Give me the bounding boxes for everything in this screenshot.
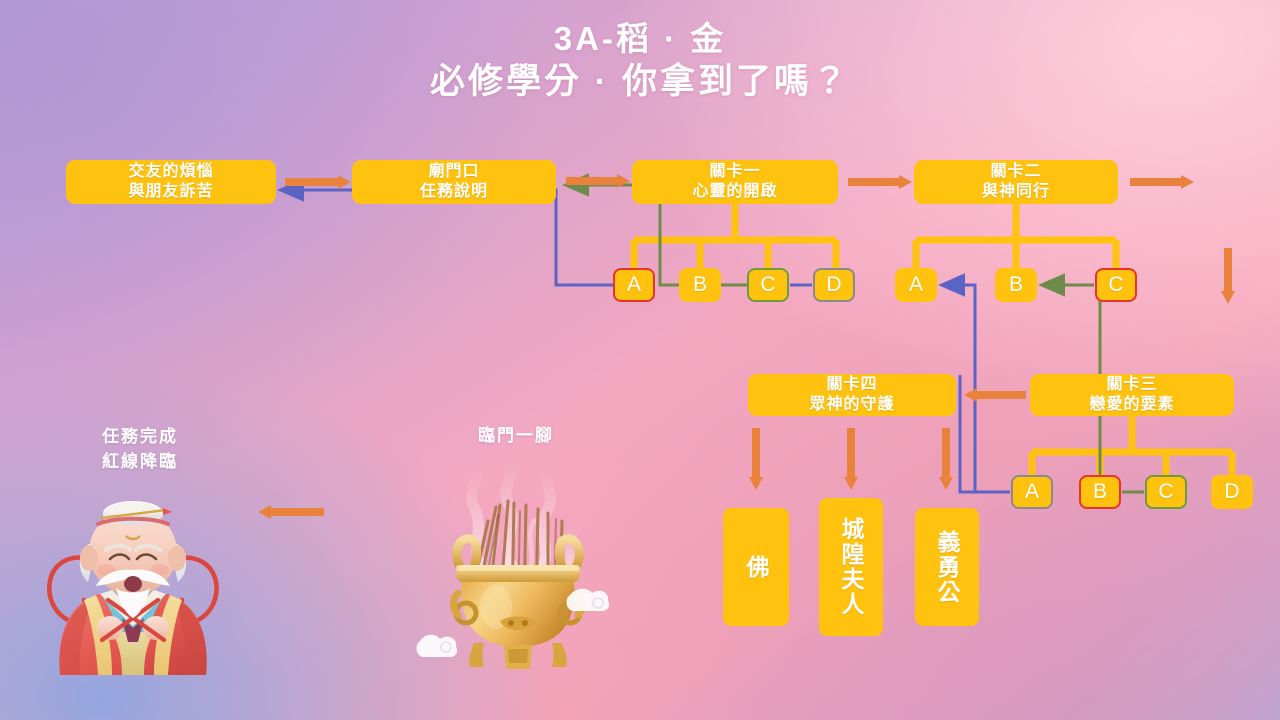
node-stage-2[interactable]: 關卡二 與神同行 (914, 160, 1118, 204)
arrow-stage3-to-stage4 (964, 388, 1026, 402)
page-title: 3A-稻 · 金 必修學分 · 你拿到了嗎？ (0, 18, 1280, 105)
option-stage3-a[interactable]: A (1011, 475, 1053, 509)
arrow-to-finish (258, 505, 324, 519)
node-stage-1-line2: 心靈的開啟 (692, 183, 778, 200)
node-stage-4-line1: 關卡四 (826, 376, 878, 394)
arrow-stage1-to-stage2 (848, 175, 912, 189)
node-start-line2: 與朋友訴苦 (128, 183, 214, 200)
node-stage-1-line1: 關卡一 (709, 163, 761, 181)
node-stage-3-line2: 戀愛的要素 (1089, 396, 1175, 413)
node-stage-4[interactable]: 關卡四 眾神的守護 (748, 374, 956, 416)
option-stage3-b[interactable]: B (1079, 475, 1121, 509)
arrow-stage4-to-deity-3 (939, 428, 953, 490)
node-stage-3[interactable]: 關卡三 戀愛的要素 (1030, 374, 1234, 416)
option-stage2-a[interactable]: A (895, 268, 937, 302)
arrow-stage4-to-deity-2 (844, 428, 858, 490)
deity-box-1[interactable]: 佛 (723, 508, 789, 626)
node-temple-gate-line2: 任務說明 (419, 183, 488, 200)
option-stage3-c[interactable]: C (1145, 475, 1187, 509)
label-finish: 任務完成 紅線降臨 (102, 427, 178, 471)
title-line-1: 3A-稻 · 金 (553, 20, 727, 57)
option-stage3-d[interactable]: D (1211, 475, 1253, 509)
option-stage1-b[interactable]: B (679, 268, 721, 302)
deity-box-3[interactable]: 義勇公 (915, 508, 979, 626)
option-stage1-a[interactable]: A (613, 268, 655, 302)
node-stage-2-line2: 與神同行 (981, 183, 1050, 200)
option-stage1-d[interactable]: D (813, 268, 855, 302)
option-stage2-c[interactable]: C (1095, 268, 1137, 302)
arrow-start-to-temple (285, 175, 351, 189)
node-start-line1: 交友的煩惱 (128, 163, 214, 181)
node-stage-1[interactable]: 關卡一 心靈的開啟 (632, 160, 838, 204)
node-temple-gate[interactable]: 廟門口 任務說明 (352, 160, 556, 204)
yuelao-character-illustration (46, 501, 219, 675)
node-stage-4-line2: 眾神的守護 (809, 396, 895, 413)
label-almost: 臨門一腳 (478, 426, 554, 445)
arrow-stage2-outbound (1130, 175, 1194, 189)
title-line-2: 必修學分 · 你拿到了嗎？ (429, 62, 851, 102)
incense-burner-illustration (416, 459, 610, 669)
arrow-stage4-to-deity-1 (749, 428, 763, 490)
deity-box-2[interactable]: 城隍夫人 (819, 498, 883, 636)
option-stage1-c[interactable]: C (747, 268, 789, 302)
node-stage-3-line1: 關卡三 (1106, 376, 1158, 394)
node-temple-gate-line1: 廟門口 (428, 163, 480, 181)
option-stage2-b[interactable]: B (995, 268, 1037, 302)
arrow-temple-to-stage1 (566, 174, 630, 188)
node-start[interactable]: 交友的煩惱 與朋友訴苦 (66, 160, 276, 204)
node-stage-2-line1: 關卡二 (990, 163, 1042, 181)
arrow-right-down-to-stage3 (1221, 248, 1235, 304)
